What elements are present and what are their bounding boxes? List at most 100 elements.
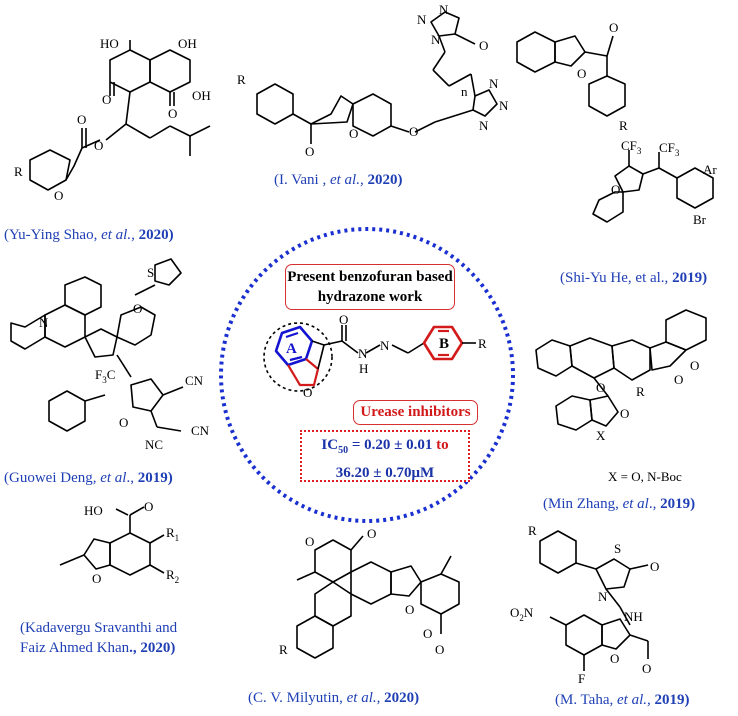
citation-shao: (Yu-Ying Shao, et al., 2020): [4, 227, 174, 243]
milyutin-o1: O: [305, 534, 314, 549]
citation-deng: (Guowei Deng, et al., 2019): [4, 470, 173, 486]
citation-sravanthi: (Kadavergu Sravanthi and Faiz Ahmed Khan…: [20, 620, 178, 656]
he-ar: Ar: [703, 162, 717, 177]
substituent-r: R: [478, 336, 487, 351]
ring-b-label: B: [439, 336, 449, 352]
present-work-title-box: Present benzofuran based hydrazone work: [285, 264, 455, 310]
taha-f: F: [578, 671, 585, 686]
sravanthi-ho: HO: [84, 503, 103, 518]
milyutin-o2: O: [367, 526, 376, 541]
deng-nc: NC: [145, 437, 163, 452]
milyutin-o4: O: [423, 626, 432, 641]
vani-o2: O: [409, 124, 418, 139]
zhang-o1: O: [596, 380, 605, 395]
vani-r2: R: [619, 118, 628, 133]
deng-julolidine-structure: N O S F3C CN O CN NC: [10, 258, 210, 452]
sravanthi-o: O: [144, 499, 153, 514]
zhang-x: X: [596, 428, 606, 443]
he-cf3-2: CF3: [659, 140, 680, 158]
he-trifluoromethyl-benzofuran-structure: O CF3 CF3 Ar Br: [592, 138, 717, 227]
ic50-range-box: IC50 = 0.20 ± 0.01 to 36.20 ± 0.70μM: [300, 430, 470, 482]
ic50-prefix: IC: [321, 437, 339, 453]
vani-r1: R: [237, 72, 246, 87]
he-cf3-1: CF3: [621, 138, 642, 156]
shao-ho: HO: [100, 36, 119, 51]
zhang-r: R: [636, 384, 645, 399]
sravanthi-benzofuran-acid-structure: HO O O R1 R2: [59, 499, 179, 586]
shao-o5: O: [54, 188, 63, 203]
zhang-o3: O: [690, 358, 699, 373]
hydrazone-h: H: [359, 361, 368, 376]
deng-s: S: [147, 265, 154, 280]
shao-naphthoquinone-structure: HO OH OH O O O O O R: [14, 36, 211, 203]
milyutin-o3: O: [405, 602, 414, 617]
shao-o2: O: [168, 106, 177, 121]
vani-n3: N: [431, 32, 441, 47]
taha-s: S: [614, 541, 621, 556]
carbonyl-oxygen: O: [339, 312, 348, 327]
ring-a-label: A: [286, 341, 297, 357]
vani-n6: N: [479, 118, 489, 133]
he-o: O: [611, 182, 620, 197]
hydrazone-n2: N: [380, 338, 390, 353]
zhang-x-note: X = O, N-Boc: [608, 469, 682, 484]
taha-r: R: [528, 523, 537, 538]
vani-n2: N: [439, 2, 449, 17]
taha-n: N: [598, 589, 608, 604]
taha-nh: NH: [624, 609, 643, 624]
furan-oxygen: O: [303, 385, 312, 400]
taha-no2: O2N: [510, 605, 534, 623]
vani-n-sub: n: [461, 84, 468, 99]
sravanthi-r2: R2: [166, 567, 179, 585]
shao-o3: O: [77, 112, 86, 127]
citation-he: (Shi-Yu He, et al., 2019): [560, 270, 708, 286]
taha-o2: O: [642, 661, 651, 676]
deng-f3c: F3C: [95, 367, 115, 385]
zhang-o2: O: [674, 372, 683, 387]
shao-oh-top: OH: [178, 36, 197, 51]
citation-taha: (M. Taha, et al., 2019): [555, 692, 690, 708]
shao-oh: OH: [192, 88, 211, 103]
vani-o1: O: [479, 38, 488, 53]
deng-n: N: [39, 315, 49, 330]
deng-cn1: CN: [185, 373, 204, 388]
taha-o1: O: [650, 559, 659, 574]
vani-o3: O: [349, 126, 358, 141]
taha-thiazolidinone-structure: R S O N NH O2N O O F: [510, 523, 659, 686]
urease-inhibitors-box: Urease inhibitors: [353, 400, 478, 425]
zhang-spiro-structure: O O O R O X: [535, 309, 707, 443]
vani-bis-triazole-structure: N N N O n N N N O O O O O R R: [237, 2, 628, 159]
vani-o5: O: [577, 66, 586, 81]
central-dotted-circle: [219, 227, 515, 523]
vani-o6: O: [609, 20, 618, 35]
citation-vani: (I. Vani , et al., 2020): [274, 172, 403, 188]
ic50-to: to: [436, 437, 449, 453]
hydrazone-n1: N: [358, 346, 368, 361]
ic50-high: 36.20 ± 0.70μM: [335, 465, 435, 481]
milyutin-o5: O: [435, 642, 444, 657]
vani-n5: N: [499, 98, 509, 113]
shao-o4: O: [94, 138, 103, 153]
sravanthi-ring-o: O: [92, 571, 101, 586]
title-line-2: hydrazone work: [317, 289, 423, 305]
deng-o1: O: [133, 301, 142, 316]
deng-o2: O: [119, 415, 128, 430]
central-hydrazone-structure: A O O N H N B R: [263, 312, 487, 400]
deng-cn2: CN: [191, 423, 210, 438]
milyutin-r: R: [279, 642, 288, 657]
he-br: Br: [693, 212, 707, 227]
zhang-o4: O: [620, 406, 629, 421]
vani-n1: N: [417, 12, 427, 27]
taha-ring-o: O: [610, 651, 619, 666]
ic50-sub: 50: [338, 445, 349, 456]
citation-zhang: (Min Zhang, et al., 2019): [543, 496, 696, 512]
title-line-1: Present benzofuran based: [287, 269, 453, 285]
shao-o1: O: [102, 92, 111, 107]
citation-milyutin: (C. V. Milyutin, et al., 2020): [248, 690, 420, 706]
vani-n4: N: [489, 76, 499, 91]
sravanthi-r1: R1: [166, 525, 179, 543]
milyutin-polycyclic-structure: O O O O O R: [279, 526, 460, 659]
shao-r: R: [14, 164, 23, 179]
ic50-low: = 0.20 ± 0.01: [348, 437, 433, 453]
vani-o4: O: [305, 144, 314, 159]
